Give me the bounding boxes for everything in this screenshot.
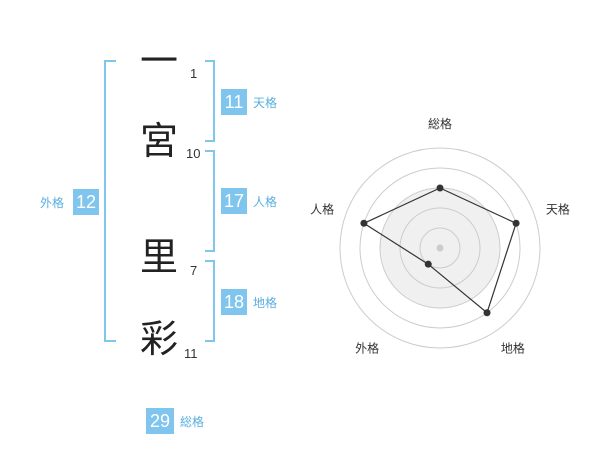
name-char-3: 里 [140,235,179,279]
radar-point-5 [360,219,368,227]
tenkaku-bracket [205,60,215,142]
chikaku-value: 18 [221,289,247,315]
radar-axis-label: 外格 [355,340,379,355]
radar-axis-label: 総格 [428,116,452,131]
radar-axis-label: 地格 [501,340,525,355]
stroke-count-1: 1 [190,66,198,81]
tenkaku-value: 11 [221,89,247,115]
radar-axis-label: 天格 [546,202,570,217]
stroke-count-3: 7 [190,263,198,278]
name-char-1: 一 [140,39,179,83]
chikaku-bracket [205,260,215,342]
radar-center-dot [436,244,444,252]
radar-point-4 [424,260,432,268]
radar-point-1 [436,184,444,192]
soukaku-label: 総格 [180,415,205,429]
gaikaku-bracket [104,60,116,342]
tenkaku-label: 天格 [253,96,278,110]
jinkaku-bracket [205,150,215,252]
jinkaku-value: 17 [221,188,247,214]
gaikaku-label: 外格 [40,196,65,210]
radar-ring-4 [359,167,521,329]
gaikaku-value: 12 [73,189,99,215]
name-char-4: 彩 [140,317,179,361]
name-char-2: 宮 [140,119,179,163]
radar-point-3 [483,309,491,317]
radar-axis-label: 人格 [310,202,334,217]
chikaku-label: 地格 [253,296,278,310]
radar-ring-2 [399,207,481,289]
stroke-count-2: 10 [186,146,201,161]
radar-ring-1 [419,227,461,269]
radar-point-2 [512,219,520,227]
soukaku-value: 29 [146,408,174,434]
jinkaku-label: 人格 [253,195,278,209]
radar-data-polygon [362,187,517,314]
stroke-count-4: 11 [184,346,198,361]
